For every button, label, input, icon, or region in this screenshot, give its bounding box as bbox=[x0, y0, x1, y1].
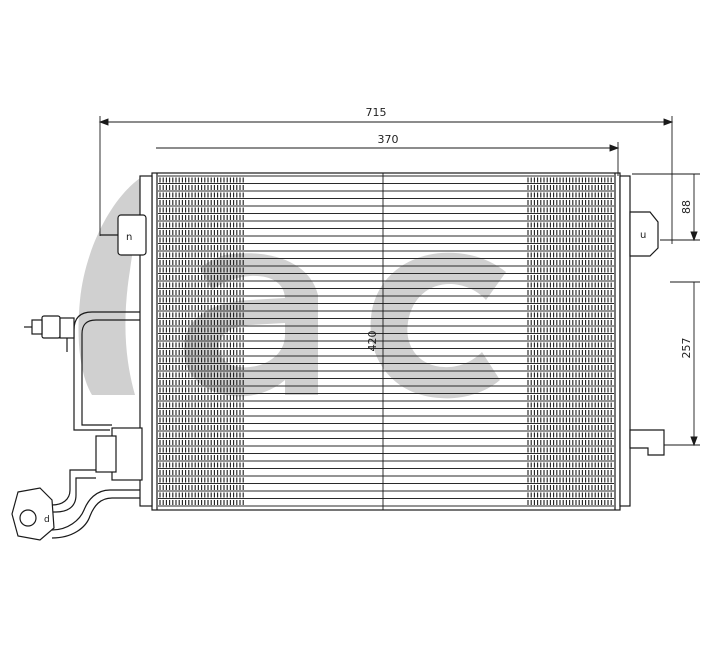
lower-fitting-mark: d bbox=[44, 515, 50, 525]
left-bracket-bottom bbox=[111, 427, 143, 481]
upper-fitting-cap bbox=[59, 317, 75, 339]
left-tank bbox=[139, 175, 153, 507]
left-bracket-mark: n bbox=[126, 232, 132, 243]
upper-fitting-body bbox=[41, 315, 61, 339]
dim-257-label: 257 bbox=[680, 338, 693, 359]
arrow-257-bottom bbox=[690, 436, 698, 447]
arrow-715-right bbox=[663, 118, 674, 126]
lower-pipe-inner bbox=[44, 477, 96, 513]
core-fins bbox=[159, 177, 612, 505]
lower-fitting: d bbox=[11, 487, 55, 541]
left-bracket-bottom-inner bbox=[95, 435, 117, 473]
dim-88-label: 88 bbox=[680, 200, 693, 214]
left-pipes bbox=[40, 311, 140, 539]
right-bracket-top bbox=[629, 211, 659, 257]
dim-715-label: 715 bbox=[366, 106, 387, 119]
right-bracket-bottom bbox=[629, 429, 665, 456]
right-bracket-mark: u bbox=[640, 230, 646, 241]
upper-pipe-inner bbox=[81, 319, 140, 426]
dim-370-label: 370 bbox=[378, 133, 399, 146]
lower-fitting-port bbox=[19, 509, 37, 527]
arrow-715-left bbox=[98, 118, 109, 126]
core-tubes bbox=[158, 175, 614, 507]
logo-letter-a bbox=[183, 253, 318, 397]
upper-fitting bbox=[24, 315, 75, 352]
left-header-tank: n bbox=[95, 175, 153, 507]
arrow-88-bottom bbox=[690, 231, 698, 242]
lower-pipe-2 bbox=[51, 489, 140, 531]
right-tank bbox=[619, 175, 631, 507]
upper-fitting-nut bbox=[31, 319, 43, 335]
arrow-370-right bbox=[609, 144, 620, 152]
logo-letter-c bbox=[370, 252, 506, 399]
right-brackets: u bbox=[619, 175, 665, 507]
logo-swoosh-left bbox=[78, 178, 150, 395]
lower-pipe-2-inner bbox=[51, 497, 140, 539]
dimension-lines bbox=[98, 116, 700, 510]
dim-420-label: 420 bbox=[366, 331, 379, 352]
